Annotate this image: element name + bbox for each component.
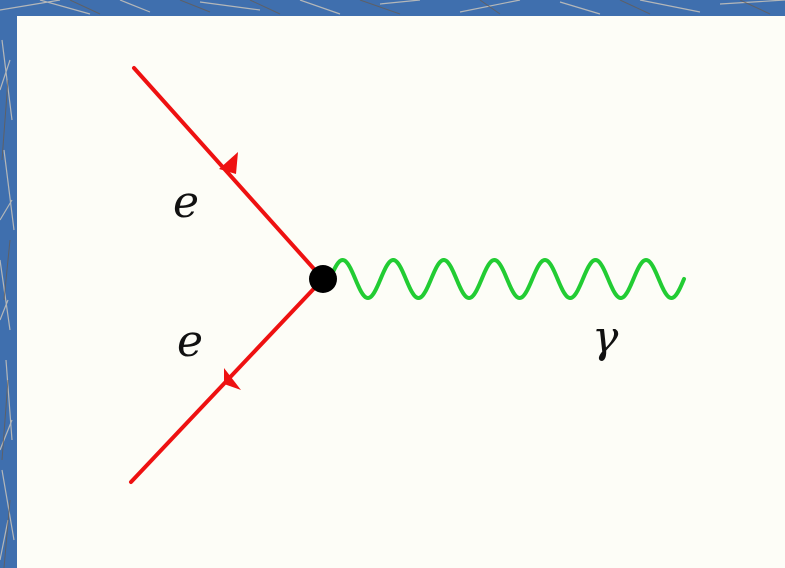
photon-label: γ [592, 312, 619, 363]
photon-wavy-line [328, 257, 686, 301]
incoming-arrow-icon [219, 152, 238, 174]
outgoing-particle-label: e [177, 316, 203, 367]
outgoing-arrow-icon [224, 368, 241, 390]
incoming-electron-line [132, 66, 325, 281]
incoming-particle-label: e [173, 177, 199, 228]
diagram-panel [17, 16, 785, 568]
vertex-dot-icon [309, 265, 337, 293]
